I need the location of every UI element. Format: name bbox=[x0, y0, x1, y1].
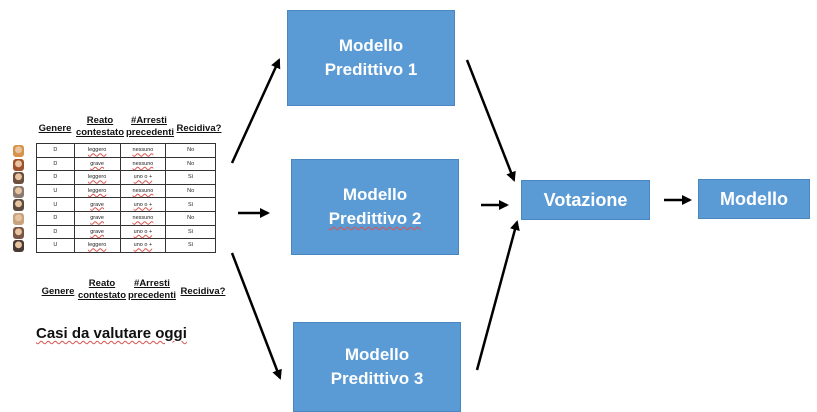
header-bottom-recidiva: Recidiva? bbox=[180, 286, 226, 297]
final-model-box: Modello bbox=[698, 179, 810, 219]
model-2-line2: Predittivo 2 bbox=[328, 209, 422, 228]
table-cell: leggero bbox=[73, 238, 121, 253]
table-cell: Sì bbox=[165, 238, 216, 253]
vote-label: Votazione bbox=[543, 189, 628, 210]
header-top-reato: Reato contestato bbox=[75, 115, 125, 138]
table-cell: uno o + bbox=[119, 238, 167, 253]
header-top-recidiva: Recidiva? bbox=[176, 123, 222, 134]
avatar-photo bbox=[13, 185, 24, 198]
model-2-line1: Modello bbox=[342, 185, 408, 205]
header-top-arresti: #Arresti precedenti bbox=[126, 115, 175, 138]
header-bottom-genere: Genere bbox=[41, 286, 75, 297]
final-model-label: Modello bbox=[720, 188, 788, 209]
model-3-line2: Predittivo 3 bbox=[330, 369, 424, 388]
model-1-line1: Modello bbox=[338, 36, 404, 56]
avatar-photo bbox=[13, 145, 24, 157]
avatar-photo bbox=[13, 172, 24, 185]
table-cell: U bbox=[36, 238, 75, 253]
vote-box: Votazione bbox=[521, 180, 650, 220]
arrow-table-to-model-1 bbox=[230, 58, 281, 164]
arrow-table-to-model-3 bbox=[230, 252, 282, 380]
model-3-line1: Modello bbox=[344, 345, 410, 365]
model-1-line2: Predittivo 1 bbox=[324, 60, 418, 79]
avatar-photo bbox=[13, 158, 24, 171]
avatar-photo bbox=[13, 213, 24, 225]
header-bottom-arresti: #Arresti precedenti bbox=[128, 278, 177, 301]
header-bottom-reato: Reato contestato bbox=[77, 278, 127, 301]
header-top-genere: Genere bbox=[38, 123, 72, 134]
arrow-model-1-to-vote bbox=[465, 59, 516, 182]
arrow-model-3-to-vote bbox=[475, 220, 520, 371]
avatar-photo bbox=[13, 199, 24, 212]
avatar-photo bbox=[13, 240, 24, 253]
avatar-photo bbox=[13, 226, 24, 239]
caption-casi: Casi da valutare oggi bbox=[36, 325, 187, 342]
